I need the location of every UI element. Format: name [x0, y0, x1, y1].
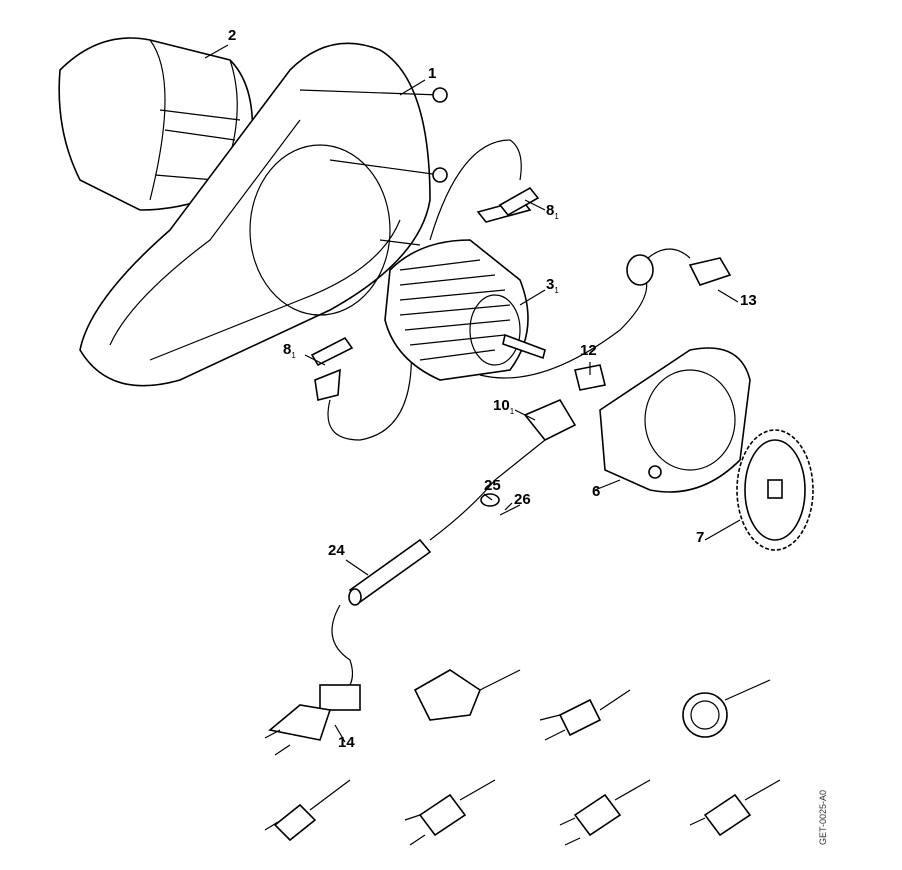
leader-lines [204, 44, 741, 743]
plug-schuko [264, 684, 361, 756]
part-gear [736, 429, 814, 551]
part-motor [384, 139, 648, 381]
part-fan-housing [599, 347, 751, 493]
plug-round [682, 679, 771, 738]
plug-cn [404, 779, 496, 846]
part-cord-sleeve [329, 538, 432, 701]
callout-12: 12 [580, 342, 597, 359]
part-carbon-brush-upper [476, 186, 540, 223]
callout-2: 2 [228, 27, 237, 44]
callout-13: 13 [740, 292, 757, 309]
part-strain-relief [480, 493, 521, 516]
callout-1: 1 [428, 65, 437, 82]
part-carbon-brush-lower [310, 329, 413, 441]
part-interference-suppressor [429, 364, 606, 541]
callout-8-upper: 81 [546, 202, 559, 221]
callout-24: 24 [328, 542, 345, 559]
callout-3: 31 [546, 276, 559, 295]
callout-10: 101 [493, 397, 515, 416]
callout-7: 7 [696, 529, 705, 546]
callout-14: 14 [338, 734, 355, 751]
part-switch [626, 248, 732, 286]
plug-uk [413, 669, 521, 721]
plug-us [559, 779, 651, 846]
part-housing [79, 42, 448, 387]
callout-6: 6 [592, 483, 601, 500]
plug-au [264, 779, 351, 842]
callout-26: 26 [514, 491, 531, 508]
drawing-id: GET-0025-A0 [818, 789, 828, 845]
callout-25: 25 [484, 477, 501, 494]
plug-ch [689, 779, 781, 837]
plug-euro [539, 689, 631, 741]
callout-8-lower: 81 [283, 341, 296, 360]
